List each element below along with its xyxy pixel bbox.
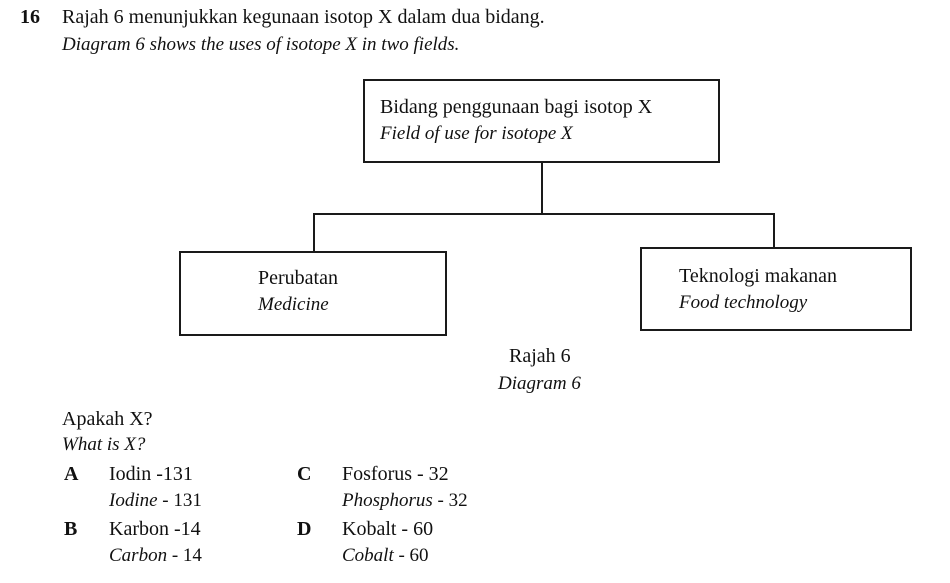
option-a-english: Iodine - 131 <box>109 490 202 512</box>
right-box: Teknologi makanan Food technology <box>640 247 912 331</box>
left-label-malay: Perubatan <box>258 267 338 289</box>
option-c-letter: C <box>297 463 312 485</box>
option-c-english: Phosphorus - 32 <box>342 490 468 512</box>
option-d-english-num: - 60 <box>393 545 429 566</box>
diagram-caption-english: Diagram 6 <box>498 373 581 394</box>
left-box: Perubatan Medicine <box>179 251 447 336</box>
option-c-english-name: Phosphorus <box>342 490 433 511</box>
option-c-malay: Fosforus - 32 <box>342 463 449 485</box>
question-stem-english: Diagram 6 shows the uses of isotope X in… <box>62 34 460 55</box>
option-b-english-num: - 14 <box>167 545 202 566</box>
connector-vertical-right <box>773 213 775 248</box>
option-a-letter: A <box>64 463 79 485</box>
prompt-english: What is X? <box>62 434 146 455</box>
connector-vertical-root <box>541 163 543 215</box>
option-b-english: Carbon - 14 <box>109 545 202 567</box>
right-label-english: Food technology <box>679 292 808 313</box>
option-a-malay: Iodin -131 <box>109 463 193 485</box>
question-number: 16 <box>20 6 40 28</box>
option-d-letter: D <box>297 518 312 540</box>
option-d-malay: Kobalt - 60 <box>342 518 434 540</box>
option-b-letter: B <box>64 518 78 540</box>
option-a-english-num: - 131 <box>157 490 202 511</box>
prompt-malay: Apakah X? <box>62 408 153 430</box>
option-a-english-name: Iodine <box>109 490 158 511</box>
root-label-malay: Bidang penggunaan bagi isotop X <box>380 96 653 118</box>
root-label-english: Field of use for isotope X <box>380 123 573 144</box>
option-b-malay: Karbon -14 <box>109 518 201 540</box>
diagram-caption-malay: Rajah 6 <box>509 345 571 367</box>
right-label-malay: Teknologi makanan <box>679 265 837 287</box>
connector-vertical-left <box>313 213 315 252</box>
left-label-english: Medicine <box>258 294 329 315</box>
option-b-english-name: Carbon <box>109 545 168 566</box>
option-d-english: Cobalt - 60 <box>342 545 429 567</box>
connector-horizontal <box>313 213 775 215</box>
option-c-english-num: - 32 <box>432 490 468 511</box>
option-d-english-name: Cobalt <box>342 545 394 566</box>
question-stem-malay: Rajah 6 menunjukkan kegunaan isotop X da… <box>62 6 545 28</box>
root-box: Bidang penggunaan bagi isotop X Field of… <box>363 79 720 163</box>
